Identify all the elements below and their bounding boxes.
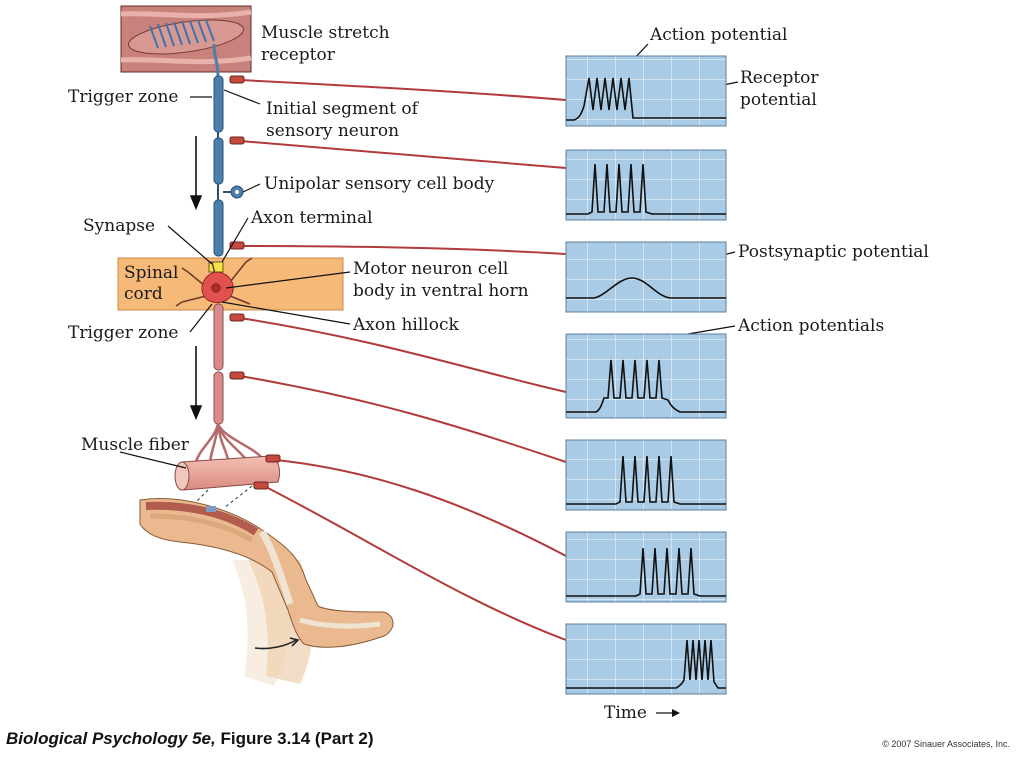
leg-illustration: [139, 498, 394, 686]
motor-neuron-soma: [175, 257, 253, 307]
label-axon-hillock: Axon hillock: [353, 315, 459, 335]
label-time-axis: Time: [604, 703, 647, 723]
caption-figure-number: Figure 3.14 (Part 2): [215, 729, 374, 748]
label-receptor-potential: Receptor potential: [740, 68, 819, 110]
label-initial-segment: Initial segment of sensory neuron: [266, 99, 418, 141]
copyright-notice: © 2007 Sinauer Associates, Inc.: [882, 739, 1010, 749]
label-motor-neuron-cell-body: Motor neuron cell body in ventral horn: [353, 259, 529, 301]
muscle-fiber: [174, 455, 281, 491]
figure-caption: Biological Psychology 5e, Figure 3.14 (P…: [6, 729, 374, 749]
label-action-potential: Action potential: [650, 25, 788, 45]
trace-panel-5: [565, 439, 727, 511]
trace-panel-1: [565, 55, 727, 127]
trace-panel-7: [565, 623, 727, 695]
label-muscle-stretch-receptor: Muscle stretch receptor: [261, 23, 390, 65]
label-trigger-zone-bottom: Trigger zone: [68, 323, 179, 343]
label-synapse: Synapse: [83, 216, 156, 236]
time-arrow: [656, 709, 680, 717]
label-unipolar-cell-body: Unipolar sensory cell body: [264, 174, 495, 194]
label-trigger-zone-top: Trigger zone: [68, 87, 179, 107]
muscle-stretch-receptor-image: [120, 5, 252, 73]
electrodes: [229, 75, 281, 490]
trace-panel-4: [565, 333, 727, 419]
label-axon-terminal: Axon terminal: [251, 208, 373, 228]
label-postsynaptic-potential: Postsynaptic potential: [738, 242, 929, 262]
electrode-wires: [239, 79, 567, 641]
label-spinal-cord: Spinal cord: [124, 263, 179, 304]
sensory-neuron: [212, 43, 244, 257]
label-action-potentials: Action potentials: [738, 316, 885, 336]
trace-panel-3: [565, 241, 727, 313]
flow-arrows: [189, 136, 203, 421]
motor-neuron-axon: [194, 303, 263, 469]
label-muscle-fiber: Muscle fiber: [81, 435, 189, 455]
caption-book-title: Biological Psychology 5e,: [6, 729, 216, 748]
trace-panel-2: [565, 149, 727, 221]
trace-panel-6: [565, 531, 727, 603]
